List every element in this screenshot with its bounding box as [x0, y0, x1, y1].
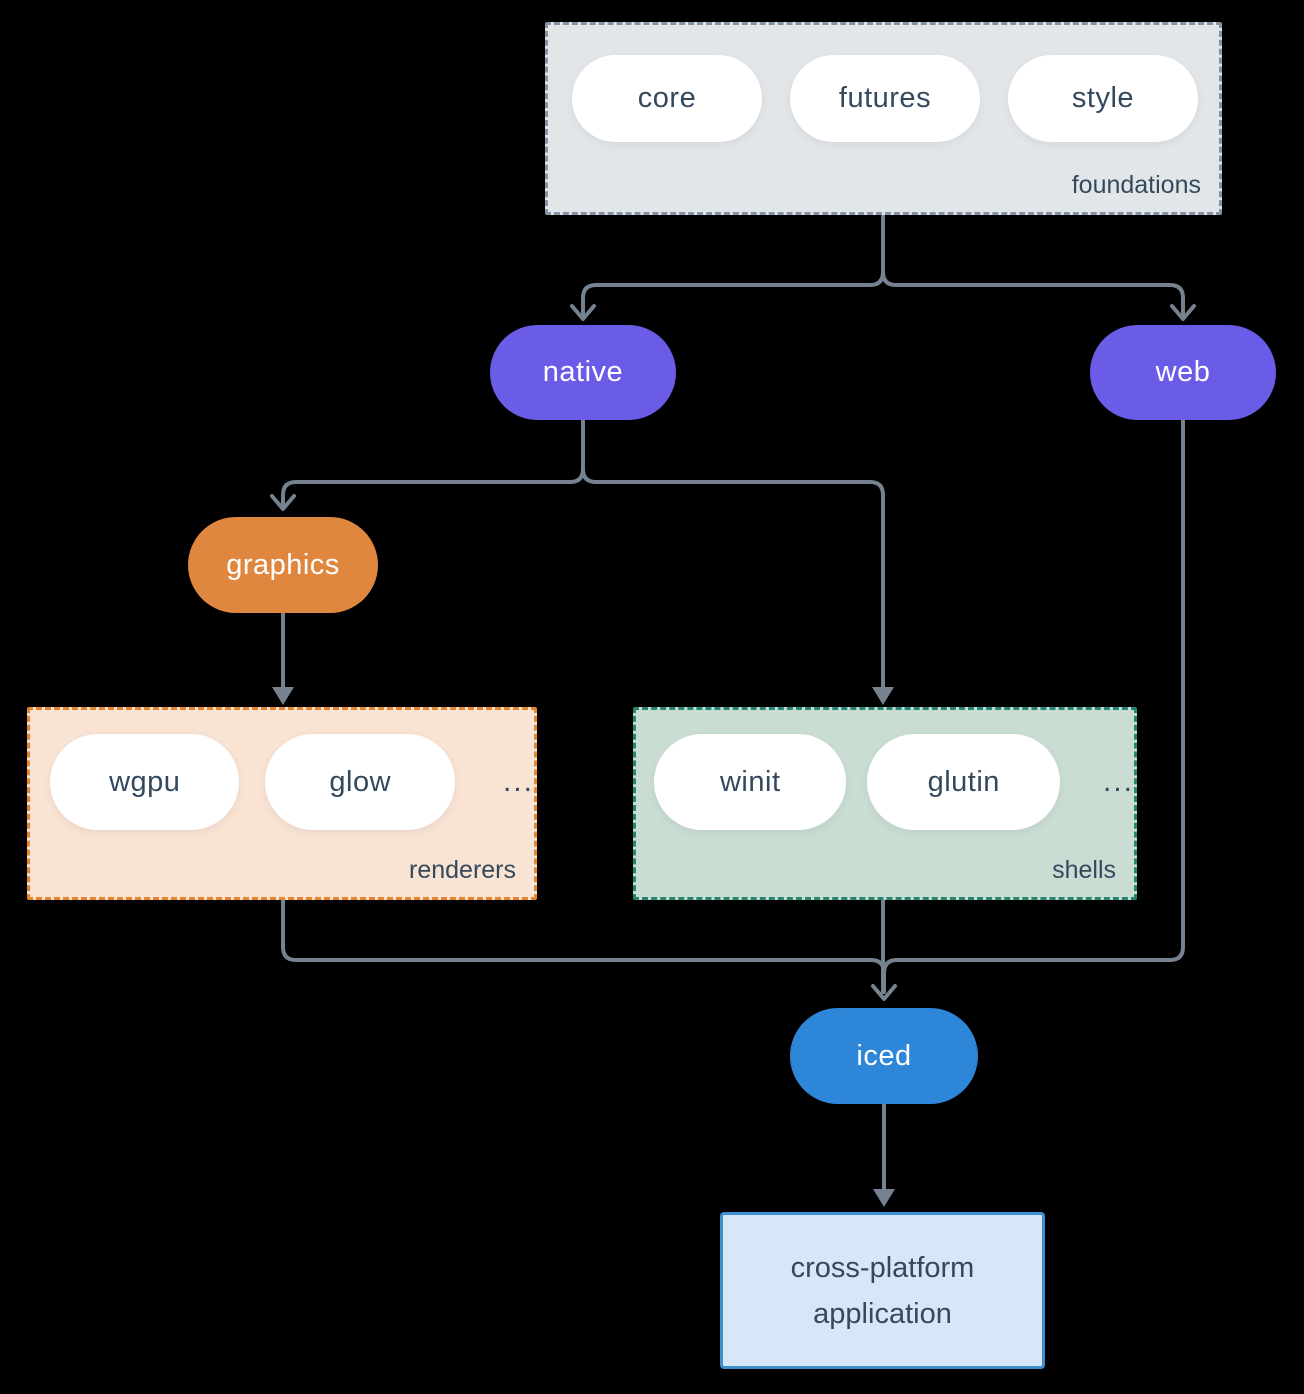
pill-winit: winit — [654, 734, 847, 830]
foundations-group: core futures style foundations — [545, 22, 1222, 215]
node-iced: iced — [790, 1008, 978, 1104]
shells-ellipsis: ... — [1102, 765, 1134, 798]
pill-style: style — [1008, 55, 1198, 142]
node-graphics: graphics — [188, 517, 378, 613]
renderers-ellipsis: ... — [502, 765, 534, 798]
pill-core: core — [572, 55, 762, 142]
node-web: web — [1090, 325, 1276, 420]
renderers-label: renderers — [409, 856, 516, 884]
foundations-pill-row: core futures style — [548, 25, 1219, 142]
renderers-group: wgpu glow ... renderers — [27, 707, 537, 900]
pill-wgpu: wgpu — [50, 734, 240, 830]
renderers-pill-row: wgpu glow ... — [30, 710, 534, 830]
pill-glutin: glutin — [867, 734, 1060, 830]
node-cross-platform-application: cross-platform application — [720, 1212, 1045, 1369]
foundations-label: foundations — [1071, 171, 1201, 199]
shells-label: shells — [1052, 856, 1116, 884]
shells-pill-row: winit glutin ... — [636, 710, 1134, 830]
pill-futures: futures — [790, 55, 980, 142]
pill-glow: glow — [265, 734, 455, 830]
shells-group: winit glutin ... shells — [633, 707, 1137, 900]
node-native: native — [490, 325, 676, 420]
